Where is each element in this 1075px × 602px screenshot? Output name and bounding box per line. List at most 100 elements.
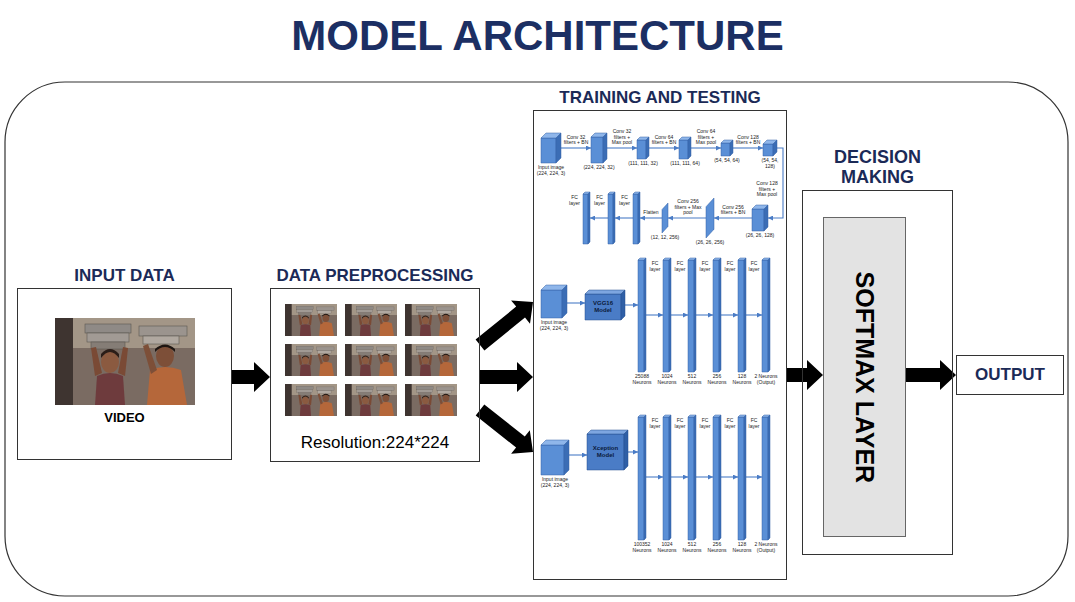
flow-arrow (625, 304, 638, 305)
shape-label: FC layer (567, 195, 582, 207)
block-arrow (480, 362, 533, 392)
front-face (679, 140, 688, 159)
fc-layer-bar: FC layer (583, 192, 590, 244)
video-photo (55, 318, 195, 405)
layer-cube: Input image (224, 224, 3) (541, 133, 561, 163)
flow-arrow (696, 476, 713, 477)
layer-cube-shape (679, 137, 691, 159)
fc-layer-bar: FC layer1024 Neurons (663, 258, 671, 372)
shape-label: FC layer (747, 261, 761, 273)
layer-cube: (54, 54, 128) (763, 140, 777, 156)
shape-label: FC layer (723, 418, 737, 430)
flow-arrow (746, 314, 762, 315)
front-face (688, 417, 694, 540)
top-face (587, 430, 628, 434)
edge-label: Flatten (641, 210, 661, 216)
shape-label: (26, 26, 128) (745, 233, 775, 239)
edge-label: Conv 256 filters + BN (719, 205, 747, 217)
block-arrow (476, 405, 533, 454)
flow-arrow (569, 454, 587, 455)
fc-layer-bar-shape (738, 258, 746, 372)
layer-cube-shape (541, 440, 569, 475)
decision-box: DECISION MAKINGSOFTMAX LAYER (802, 190, 953, 555)
shape-label: VIDEO (18, 411, 231, 426)
front-face (608, 194, 613, 244)
front-face (738, 260, 744, 372)
shape-label: Input image (224, 224, 3) (537, 477, 573, 489)
front-face (762, 417, 768, 540)
flow-arrow (646, 314, 663, 315)
frame-thumbnail (405, 344, 457, 376)
fc-layer-bar-shape (713, 258, 721, 372)
flow-arrow (607, 147, 637, 148)
shape-label: (224, 224, 32) (582, 165, 616, 171)
flow-arrow (561, 147, 591, 148)
side-face (719, 258, 721, 372)
box-label: SOFTMAX LAYER (850, 271, 879, 483)
shape-label: Input image (224, 224, 3) (536, 320, 572, 332)
side-face (744, 415, 746, 540)
fc-layer-bar-shape (663, 415, 671, 540)
side-face (768, 415, 770, 540)
frame-thumbnail (405, 384, 457, 416)
side-face (638, 192, 640, 244)
fc-layer-bar: FC layer256 Neurons (713, 258, 721, 372)
fc-layer-bar-shape (583, 192, 590, 244)
layer-cube-shape (591, 133, 607, 163)
shape-label: FC layer (648, 261, 662, 273)
shape-label: 256 Neurons (705, 374, 729, 386)
front-face (762, 260, 768, 372)
section-box: TRAINING AND TESTINGInput image (224, 22… (533, 110, 787, 580)
feature-plate-shape (706, 198, 714, 238)
front-face (663, 417, 669, 540)
flow-arrow (567, 302, 585, 303)
frame-thumbnail (285, 344, 337, 376)
side-face (773, 140, 777, 156)
shape-label: FC layer (592, 195, 607, 207)
shape-label: (54, 54, 128) (758, 158, 782, 170)
model-block: VGG16 Model (585, 290, 625, 320)
flow-arrow (646, 476, 663, 477)
box-label: Xception Model (592, 445, 619, 459)
flow-arrow (721, 476, 738, 477)
box-label: OUTPUT (975, 365, 1045, 385)
shape-label: (12, 12, 256) (650, 235, 680, 241)
front-face (638, 260, 644, 372)
block-arrow (906, 360, 956, 390)
model-block: Xception Model (587, 430, 628, 470)
layer-cube: (111, 111, 64) (679, 137, 691, 159)
side-face (564, 440, 569, 475)
front-face (713, 260, 719, 372)
plate-face (706, 198, 714, 238)
side-face (613, 192, 615, 244)
fc-layer-bar-shape (762, 415, 770, 540)
layer-cube: (26, 26, 128) (752, 205, 768, 231)
front-face (713, 417, 719, 540)
side-face (669, 415, 671, 540)
fc-layer-bar: FC layer2 Neurons (Output) (762, 258, 770, 372)
shape-label: 25088 Neurons (630, 374, 654, 386)
layer-cube-shape (721, 140, 733, 156)
fc-layer-bar-shape (638, 258, 646, 372)
side-face (603, 133, 607, 163)
front-face (638, 417, 644, 540)
block-arrow (476, 300, 533, 350)
front-face (663, 260, 669, 372)
fc-layer-bar-shape (762, 258, 770, 372)
flow-arrow (590, 217, 608, 218)
edge-label: Conv 128 filters + BN (735, 135, 761, 147)
fc-layer-bar: FC layer512 Neurons (688, 258, 696, 372)
section-box: DATA PREPROCESSINGResolution:224*224 (270, 288, 480, 462)
fc-layer-bar: FC layer (608, 192, 615, 244)
flow-arrow (696, 314, 713, 315)
box-label: VGG16 Model (590, 300, 616, 314)
section-heading: DECISION MAKING (808, 147, 948, 188)
layer-cube-shape (752, 205, 768, 231)
fc-layer-bar: FC layer128 Neurons (738, 415, 746, 540)
side-face (730, 140, 733, 156)
edge-label: Conv 64 filters + BN (651, 135, 677, 147)
front-face (633, 194, 638, 244)
side-face (624, 430, 628, 470)
fc-layer-bar-shape (738, 415, 746, 540)
frame-thumbnail (285, 384, 337, 416)
